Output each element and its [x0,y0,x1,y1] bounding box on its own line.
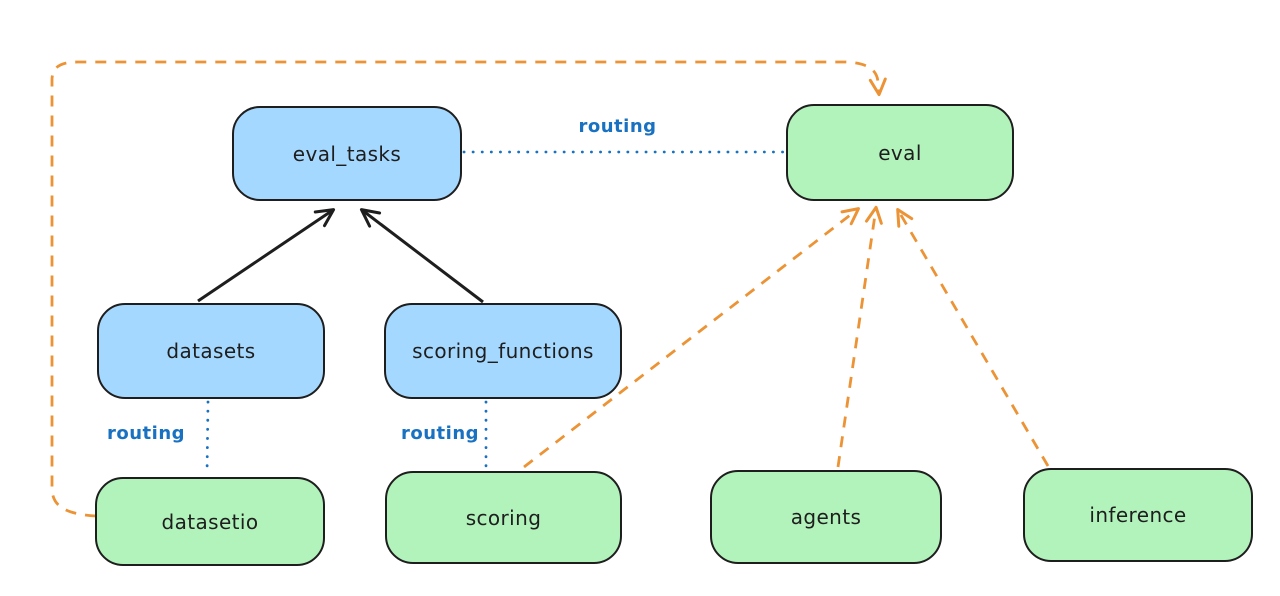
node-eval-label: eval [878,140,922,165]
node-inference-label: inference [1089,503,1187,527]
node-scoring[interactable]: scoring [385,471,622,564]
node-datasetio-label: datasetio [161,509,259,534]
node-datasets[interactable]: datasets [97,303,325,399]
edge-scoring-to-eval [523,207,860,469]
node-datasetio[interactable]: datasetio [95,477,325,566]
node-eval[interactable]: eval [786,104,1014,201]
node-eval-tasks-label: eval_tasks [292,141,402,166]
node-datasets-label: datasets [166,339,256,363]
node-inference[interactable]: inference [1023,468,1253,562]
edge-agents-to-eval [836,205,883,468]
node-eval-tasks[interactable]: eval_tasks [232,106,462,201]
node-scoring-functions-label: scoring_functions [412,339,594,363]
edge-datasets-to-eval-tasks [197,208,336,303]
node-scoring-functions[interactable]: scoring_functions [384,303,622,399]
edge-scoring-functions-to-eval-tasks [359,208,484,304]
node-agents[interactable]: agents [710,470,942,564]
node-agents-label: agents [790,505,862,529]
node-scoring-label: scoring [465,505,542,530]
edge-label-routing-datasets-datasetio: routing [106,423,186,444]
edge-inference-to-eval [896,207,1050,467]
edge-label-routing-scoring-functions-scoring: routing [400,423,480,444]
edge-datasets-to-datasetio [205,400,210,476]
edge-datasetio-to-eval [50,60,887,518]
edge-label-routing-eval-tasks-eval: routing [578,116,657,137]
